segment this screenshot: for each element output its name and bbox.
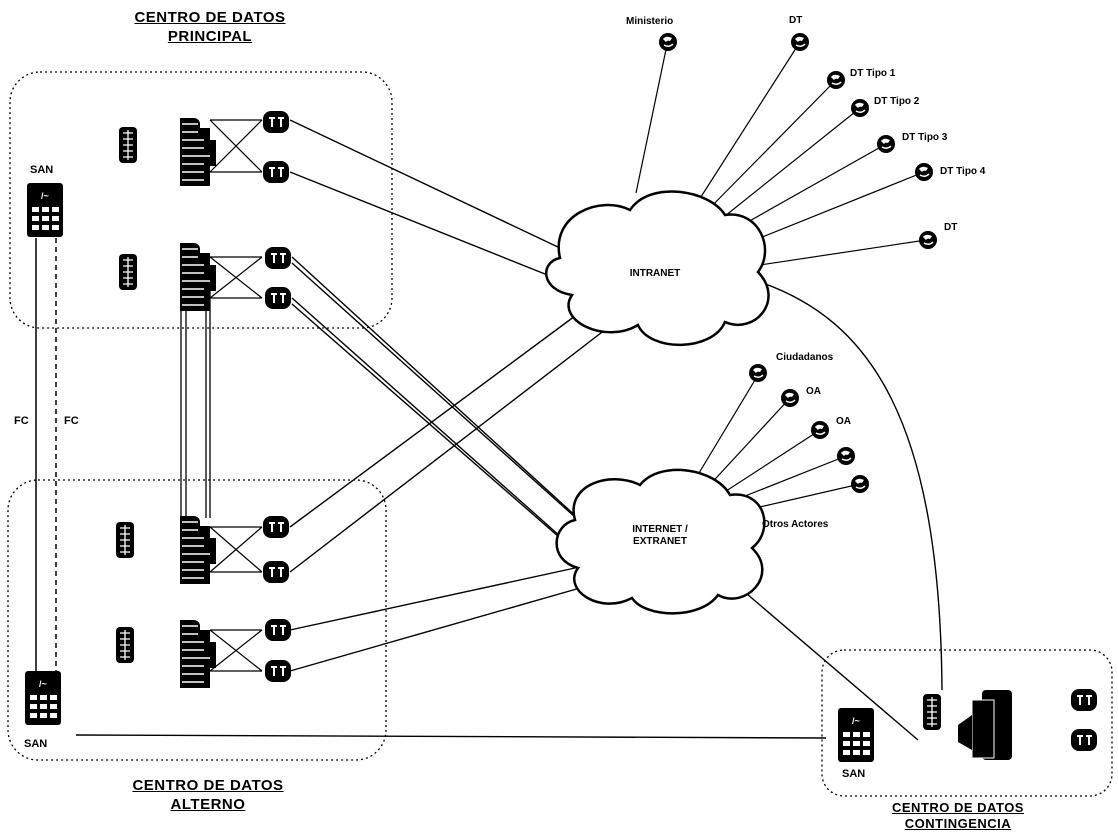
- title-alterno-line1: CENTRO DE DATOS: [132, 777, 284, 794]
- router-icon-principal-3: [264, 246, 292, 270]
- router-icon-principal-4: [264, 286, 292, 310]
- title-principal-line1: CENTRO DE DATOS: [134, 9, 286, 26]
- internet-label-line1: INTERNET /: [632, 524, 688, 535]
- site-boundary-contingencia: [821, 649, 1113, 797]
- fc-label-left: FC: [14, 415, 29, 427]
- title-contingencia-line1: CENTRO DE DATOS: [892, 800, 1024, 815]
- title-alterno-line2: ALTERNO: [170, 796, 246, 813]
- phone-icon-dt-tipo-3: [876, 134, 896, 154]
- client-label-dt-tipo-1: DT Tipo 1: [850, 68, 896, 79]
- server-icon-contingencia: [958, 690, 1012, 760]
- phone-icon-dt-1: [790, 32, 810, 52]
- intranet-cloud: [545, 190, 770, 347]
- router-icon-alterno-3: [264, 618, 292, 642]
- san-label-bottom: SAN: [24, 738, 48, 750]
- router-icon-alterno-4: [264, 659, 292, 683]
- switch-interconnect: [180, 290, 211, 518]
- fc-links: [35, 238, 57, 672]
- client-label-dt-2: DT: [944, 222, 958, 233]
- switch-icon-principal-1: [179, 117, 217, 187]
- title-principal-line2: PRINCIPAL: [167, 28, 253, 45]
- title-principal: CENTRO DE DATOS PRINCIPAL: [90, 8, 330, 46]
- router-icon-principal-1: [262, 110, 290, 134]
- title-contingencia: CENTRO DE DATOS CONTINGENCIA: [838, 800, 1078, 832]
- title-contingencia-line2: CONTINGENCIA: [904, 816, 1012, 831]
- title-alterno: CENTRO DE DATOS ALTERNO: [88, 776, 328, 814]
- phone-icon-ciudadanos: [748, 363, 768, 383]
- firewall-icon-principal-1: [118, 126, 138, 164]
- router-icon-contingencia-1: [1070, 688, 1098, 712]
- router-icon-principal-2: [262, 160, 290, 184]
- phone-icon-oa-4: [850, 474, 870, 494]
- client-label-dt-1: DT: [789, 15, 803, 26]
- switch-icon-alterno-1: [179, 515, 217, 585]
- router-icon-alterno-1: [262, 515, 290, 539]
- intranet-label: INTRANET: [629, 268, 681, 279]
- phone-icon-dt-tipo-1: [826, 70, 846, 90]
- firewall-icon-alterno-1: [115, 521, 135, 559]
- phone-icon-dt-2: [918, 230, 938, 250]
- phone-icon-oa-3: [836, 446, 856, 466]
- client-label-ministerio: Ministerio: [626, 16, 674, 27]
- client-label-ciudadanos: Ciudadanos: [776, 352, 834, 363]
- router-icon-contingencia-2: [1070, 728, 1098, 752]
- phone-icon-oa-1: [780, 388, 800, 408]
- internet-cloud: [555, 468, 766, 615]
- client-label-dt-tipo-3: DT Tipo 3: [902, 132, 948, 143]
- intranet-spokes: [635, 39, 927, 266]
- client-label-dt-tipo-4: DT Tipo 4: [940, 166, 986, 177]
- site-boundary-alterno: [7, 479, 387, 761]
- san-icon-contingencia: [838, 708, 874, 762]
- firewall-icon-principal-2: [118, 253, 138, 291]
- site-boundary-principal: [9, 71, 393, 329]
- san-icon-top: [27, 183, 63, 237]
- firewall-icon-alterno-2: [115, 626, 135, 664]
- client-label-oa-2: OA: [836, 416, 851, 427]
- phone-icon-dt-tipo-4: [914, 162, 934, 182]
- cross-connections: [209, 119, 263, 672]
- router-icon-alterno-2: [262, 560, 290, 584]
- wan-links: [75, 119, 943, 741]
- san-label-contingencia: SAN: [842, 768, 866, 780]
- firewall-icon-contingencia: [922, 693, 942, 731]
- client-label-oa-1: OA: [806, 386, 821, 397]
- phone-icon-dt-tipo-2: [850, 98, 870, 118]
- fc-label-right: FC: [64, 415, 79, 427]
- phone-icon-ministerio: [658, 32, 678, 52]
- san-icon-bottom: [25, 671, 61, 725]
- client-label-otros-actores: Otros Actores: [762, 519, 829, 530]
- san-label-top: SAN: [30, 164, 54, 176]
- internet-spokes: [689, 374, 861, 513]
- client-label-dt-tipo-2: DT Tipo 2: [874, 96, 920, 107]
- phone-icon-oa-2: [810, 420, 830, 440]
- internet-label: INTERNET / EXTRANET: [610, 524, 710, 548]
- internet-label-line2: EXTRANET: [633, 536, 687, 547]
